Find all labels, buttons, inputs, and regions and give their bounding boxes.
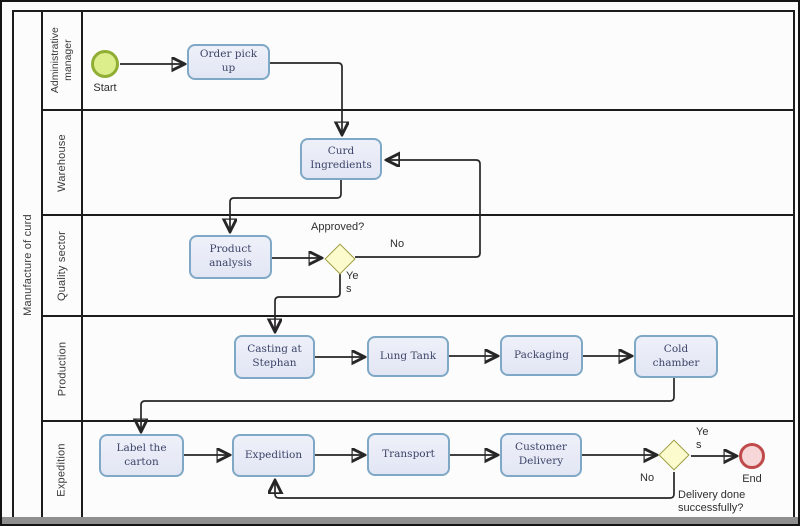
end-event [739, 443, 765, 469]
lane-label: Quality sector [56, 230, 69, 301]
lane-production: Production [43, 317, 81, 420]
task-label: Cold chamber [652, 342, 700, 369]
lane-administrative-manager: Administrative manager [43, 12, 81, 109]
task-label: Casting at Stephan [247, 343, 302, 369]
task-label: Order pick up [199, 48, 258, 74]
edge-label-no-1: No [390, 238, 405, 250]
edge-label-no-2: No [640, 472, 655, 484]
task-customer-delivery: Customer Delivery [500, 433, 582, 477]
lane-quality-sector: Quality sector [43, 216, 81, 315]
task-cold-chamber: Cold chamber [634, 335, 718, 378]
end-event-label: End [742, 473, 762, 485]
lane-label-divider [81, 12, 83, 517]
task-expedition: Expedition [232, 434, 315, 477]
lane-divider-2 [41, 214, 793, 216]
task-label: Label the carton [116, 441, 167, 468]
task-casting-at-stephan: Casting at Stephan [234, 335, 315, 379]
task-transport: Transport [367, 433, 450, 476]
lane-label: Warehouse [56, 133, 68, 192]
lane-expedition: Expedition [43, 422, 81, 517]
lane-label: Expedition [56, 442, 68, 497]
lane-warehouse: Warehouse [43, 111, 81, 214]
lane-divider-3 [41, 315, 793, 317]
task-label: Curd Ingredients [310, 145, 372, 171]
task-label: Customer Delivery [515, 441, 567, 467]
lane-label: Administrative manager [48, 27, 75, 94]
task-label-the-carton: Label the carton [99, 434, 184, 477]
task-order-pick-up: Order pick up [187, 44, 270, 80]
task-curd-ingredients: Curd Ingredients [300, 138, 382, 180]
task-label: Packaging [514, 348, 569, 361]
window-bottom-edge [2, 517, 798, 524]
edge-label-yes-1: Yes [346, 270, 359, 296]
gateway-approved-label: Approved? [311, 221, 365, 233]
lane-divider-1 [41, 109, 793, 111]
task-label: Expedition [244, 448, 303, 461]
start-event [91, 50, 119, 78]
task-label: Lung Tank [379, 349, 437, 362]
task-product-analysis: Product analysis [189, 235, 272, 279]
edge-label-yes-2: Yes [696, 426, 709, 452]
gateway-delivery-label: Delivery done successfully? [678, 489, 746, 514]
task-lung-tank: Lung Tank [367, 336, 449, 377]
start-event-label: Start [93, 82, 117, 94]
task-packaging: Packaging [500, 335, 583, 376]
pool-title-divider [41, 12, 43, 517]
task-label: Product analysis [209, 243, 252, 269]
pool-title: Manufacture of curd [14, 12, 41, 517]
task-label: Transport [382, 447, 435, 460]
lane-divider-4 [41, 420, 793, 422]
lane-label: Production [56, 341, 68, 396]
pool-title-text: Manufacture of curd [21, 213, 34, 316]
